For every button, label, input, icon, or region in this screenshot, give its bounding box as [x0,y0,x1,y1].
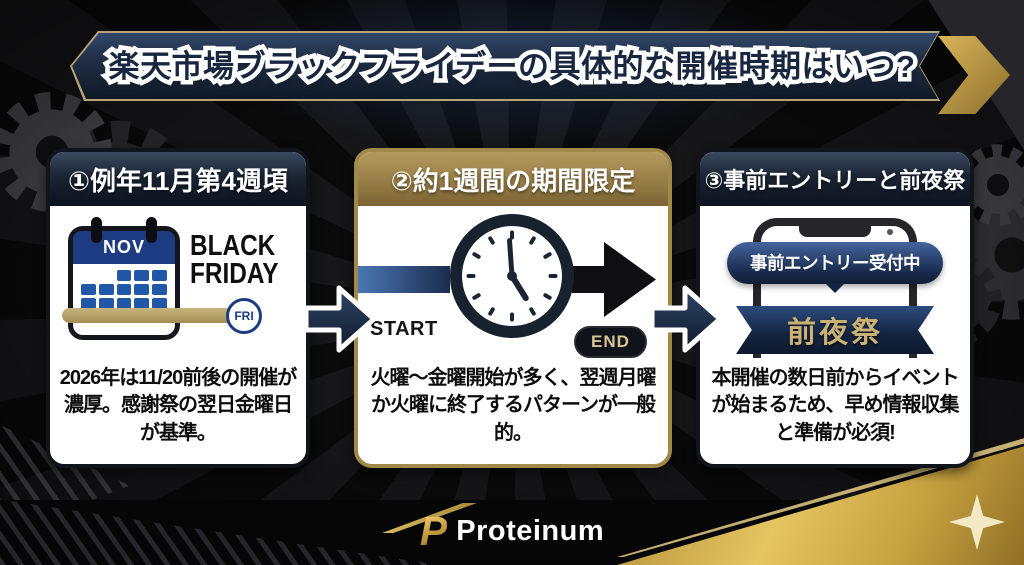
card2-body-text: 火曜〜金曜開始が多く、翌週月曜か火曜に終了するパターンが一般的。 [370,366,657,444]
brand-name: Proteinum [456,515,605,547]
card-pre-entry: ③事前エントリーと前夜祭 事前エントリー受付中 前夜祭 本開催の数日前からイベン… [696,148,974,468]
title-banner: 楽天市場ブラックフライデーの具体的な開催時期はいつ? 楽天市場ブラックフライデー… [70,31,954,101]
clock-icon [450,214,574,338]
page-title-text: 楽天市場ブラックフライデーの具体的な開催時期はいつ? [108,48,916,84]
start-label: START [370,318,438,340]
eve-festival-ribbon: 前夜祭 [736,306,934,354]
black-friday-line1: BLACK [190,230,276,262]
calendar-ring-icon [91,217,102,243]
footer-brand: P Proteinum [420,511,604,552]
card1-header: ①例年11月第4週頃 [50,152,306,206]
timeline-end-bar [572,266,606,293]
gold-bar-decor [62,308,260,323]
black-friday-label: BLACK FRIDAY [190,230,279,291]
card1-body-text: 2026年は11/20前後の開催が濃厚。感謝祭の翌日金曜日が基準。 [59,366,297,444]
phone-camera-dot [887,229,893,235]
calendar-month-label: NOV [73,231,175,264]
pre-entry-bubble: 事前エントリー受付中 [727,242,943,284]
card3-header: ③事前エントリーと前夜祭 [700,152,970,206]
card2-header: ②約1週間の期間限定 [358,152,668,206]
card1-illustration: NOV FRI BLACK FRIDAY [50,206,306,358]
end-badge: END [574,326,647,358]
title-banner-inner: 楽天市場ブラックフライデーの具体的な開催時期はいつ? 楽天市場ブラックフライデー… [72,33,952,99]
card3-illustration: 事前エントリー受付中 前夜祭 [700,206,970,358]
card3-body-text: 本開催の数日前からイベントが始まるため、早め情報収集と準備が必須! [711,366,960,444]
arrow-right-icon [649,285,723,353]
black-friday-line2: FRIDAY [190,258,279,291]
card2-illustration: START END [358,206,668,358]
phone-notch [799,225,871,237]
card-duration: ②約1週間の期間限定 START [354,148,672,468]
clock-center-dot [507,271,517,281]
timeline-start-bar [358,266,450,293]
proteinum-logo-icon: P [419,508,448,554]
card-schedule-week: ①例年11月第4週頃 NOV FRI BLACK FRIDAY 2026年は11… [46,148,310,468]
page-title: 楽天市場ブラックフライデーの具体的な開催時期はいつ? 楽天市場ブラックフライデー… [109,51,916,82]
calendar-ring-icon [146,217,157,243]
friday-badge: FRI [226,298,262,334]
arrow-right-icon [303,285,377,353]
page-title-outline: 楽天市場ブラックフライデーの具体的な開催時期はいつ? [108,48,916,84]
